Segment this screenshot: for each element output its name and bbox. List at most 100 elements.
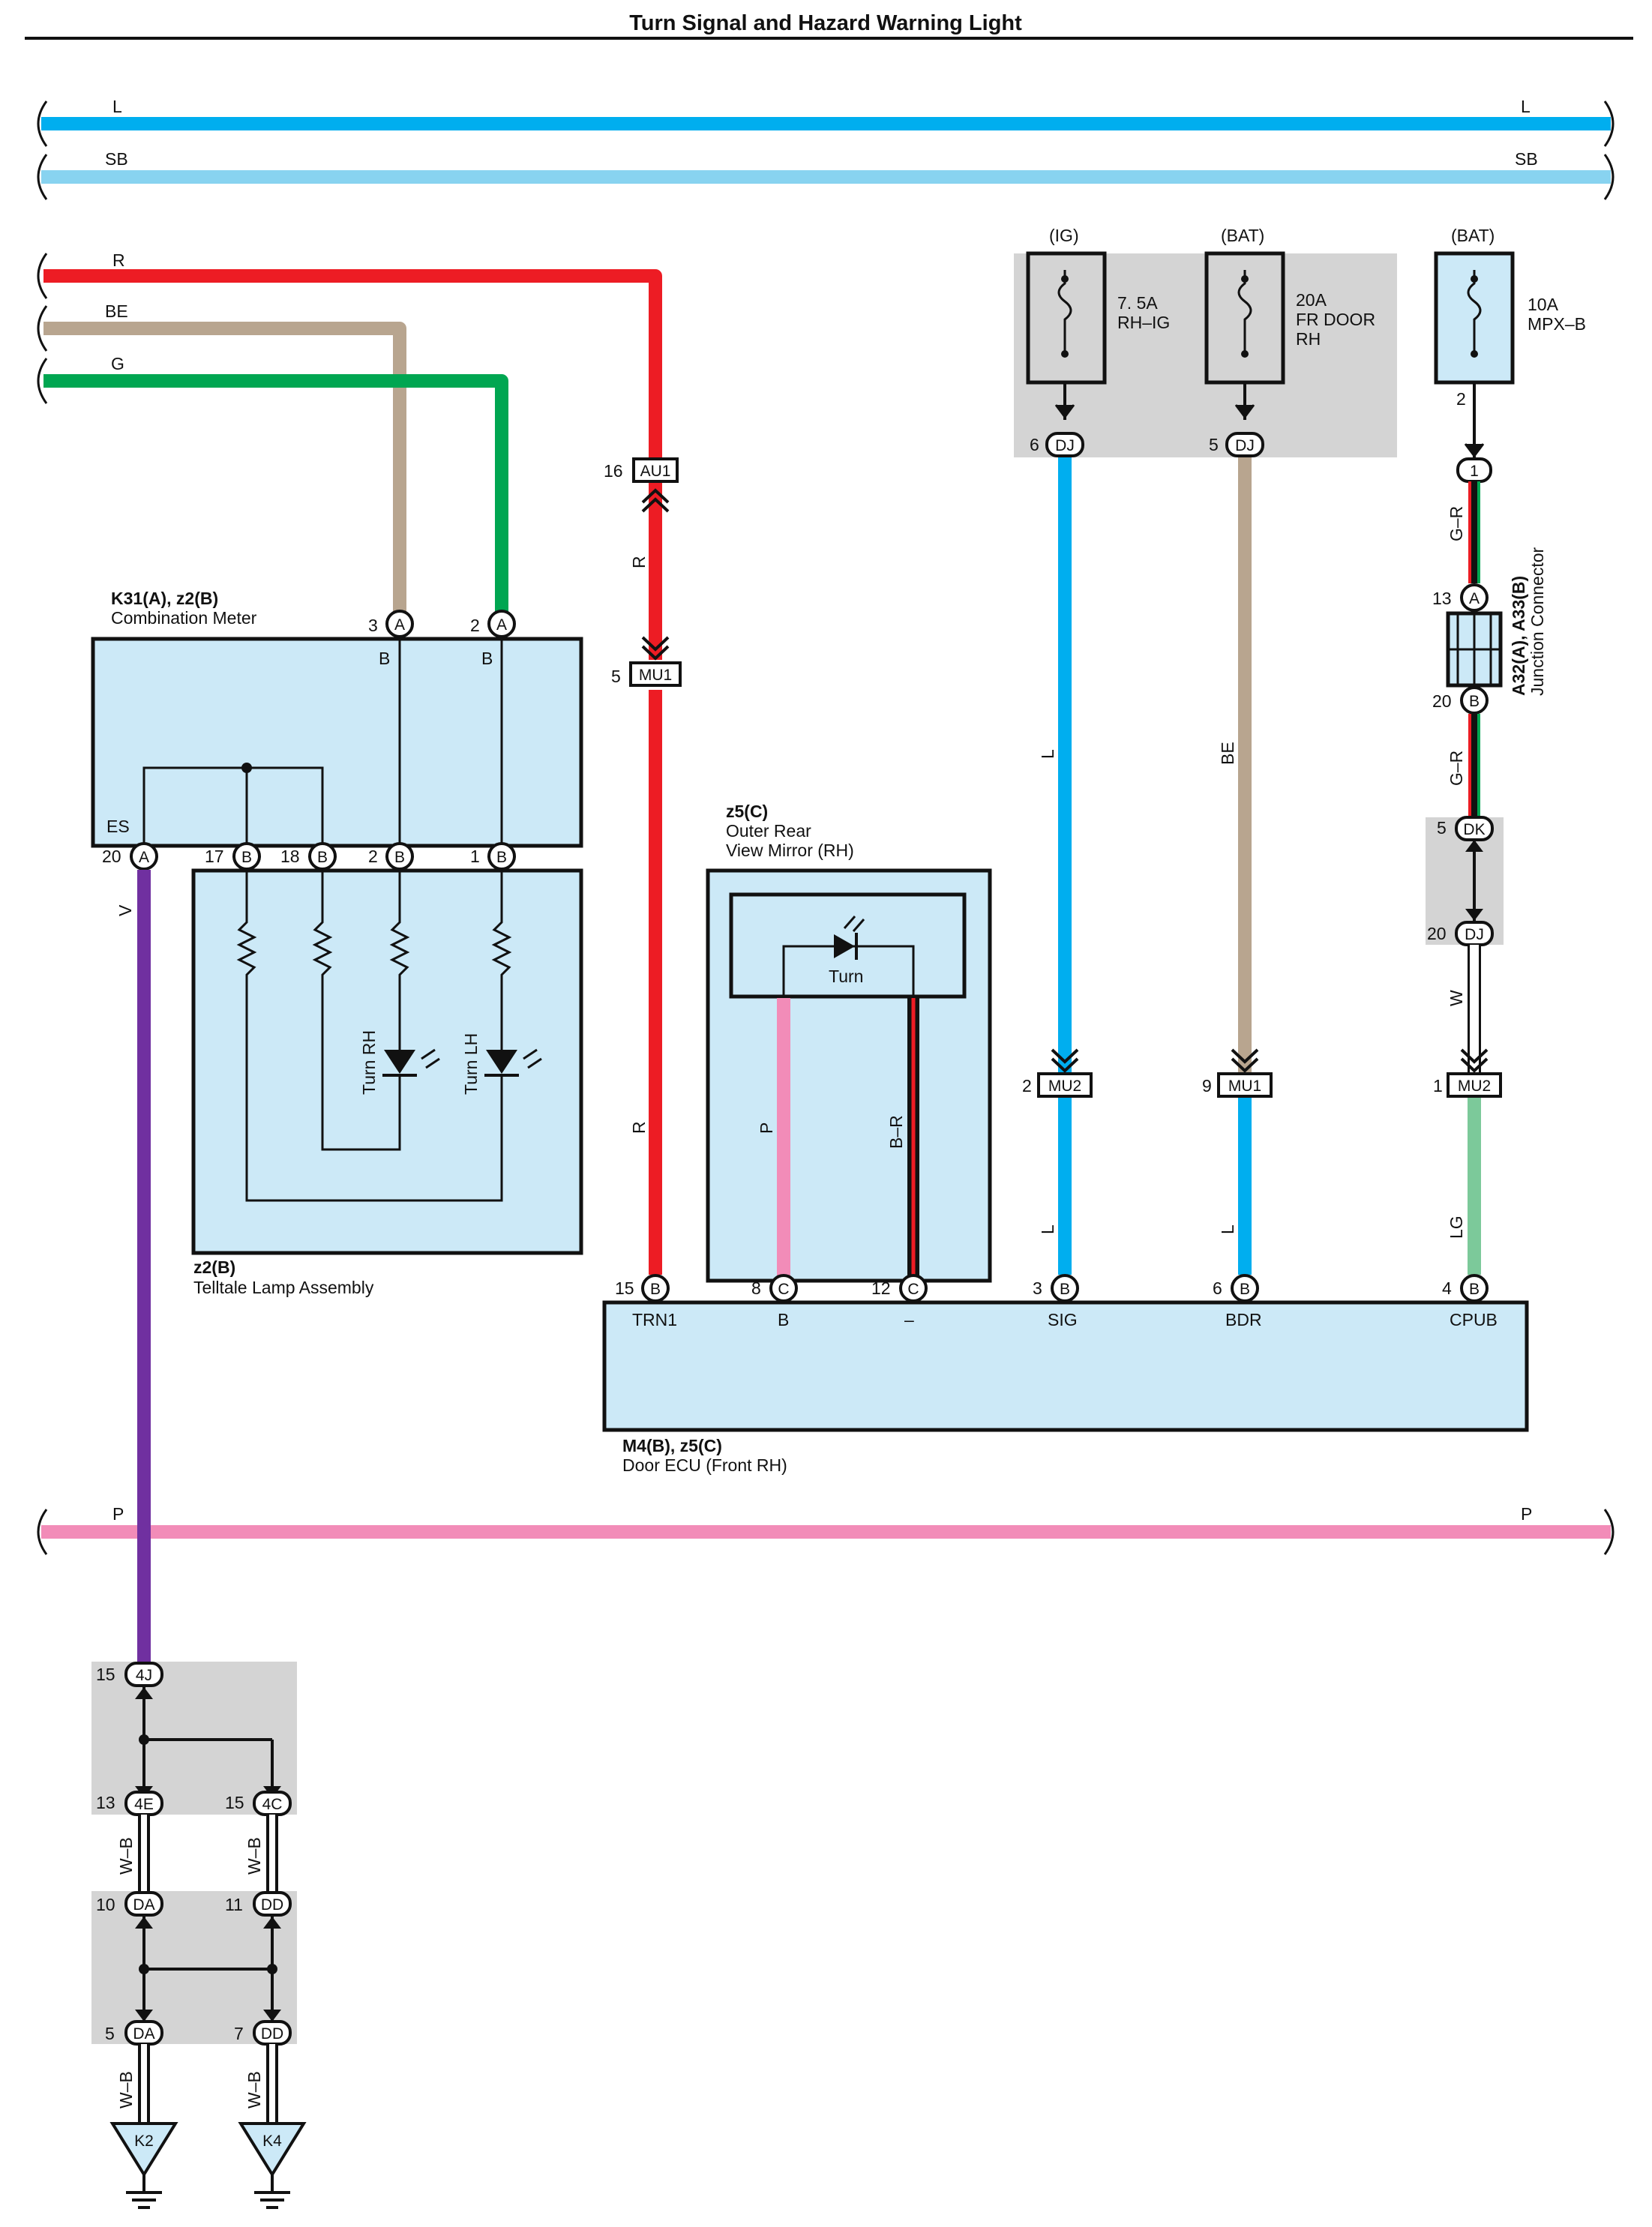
mu-0-num: 2 (1022, 1076, 1032, 1096)
ecu-pin-2-label: – (904, 1310, 914, 1329)
bpin-18-conn: B (317, 849, 328, 866)
fuse-bat1-rating: 20A (1296, 290, 1327, 310)
bus-l-left-label: L (112, 97, 122, 116)
ecu-pin-1-label: B (778, 1310, 789, 1329)
c4j-num: 15 (96, 1665, 115, 1684)
bus-l-right-label: L (1521, 97, 1531, 116)
mu-0-code: MU2 (1048, 1078, 1081, 1095)
ecu-pin-5-label: CPUB (1450, 1310, 1498, 1329)
page-title: Turn Signal and Hazard Warning Light (629, 11, 1022, 35)
ecu-pin-0-num: 15 (615, 1278, 634, 1298)
connector-mu1-red: 5 MU1 (611, 636, 682, 687)
mu1-red-num: 5 (611, 667, 621, 686)
da10-code: DA (133, 1896, 154, 1914)
junction-connector: 1 G–R 13 A 20 B A32(A), A33(B) Junction … (1432, 457, 1547, 817)
bpin-1-num: 1 (470, 847, 480, 866)
telltale-name: Telltale Lamp Assembly (193, 1278, 374, 1297)
junction-name: Junction Connector (1528, 547, 1547, 696)
turn-rh-led-icon (382, 1048, 440, 1077)
fuse-bat2: (BAT) 10A MPX–B 2 (1434, 226, 1586, 459)
fuse-bat2-header: (BAT) (1451, 226, 1495, 245)
fuse-bat1-name1: FR DOOR (1296, 310, 1375, 329)
ground-k4-label: K4 (262, 2133, 282, 2150)
wire-gr-1-label: G–R (1447, 506, 1466, 541)
mu-1-num: 9 (1202, 1076, 1212, 1096)
au1-num: 16 (604, 461, 623, 481)
junction-top-conn: 1 (1470, 463, 1479, 480)
mirror-name-2: View Mirror (RH) (726, 841, 854, 860)
col-l3-label: L (1218, 1224, 1237, 1234)
ground-tree: 15 4J 13 4E 15 4C W–B W–B 10 DA 11 DD (91, 1662, 307, 2209)
mu-1-code: MU1 (1228, 1078, 1261, 1095)
pin-2-conn: A (496, 616, 507, 634)
bpin-2-num: 2 (368, 847, 378, 866)
bpin-18-num: 18 (280, 847, 300, 866)
fuse-ig-rating: 7. 5A (1117, 293, 1158, 313)
telltale-id: z2(B) (193, 1257, 235, 1277)
turn-lh-led-icon (484, 1048, 542, 1077)
mu-2-code: MU2 (1458, 1078, 1491, 1095)
pin-2-label: B (481, 649, 493, 668)
junction-pin-a: 13 (1432, 589, 1452, 608)
dj20-num: 20 (1427, 924, 1447, 943)
bus-sb-left-label: SB (105, 149, 128, 169)
door-ecu-name: Door ECU (Front RH) (622, 1455, 787, 1475)
junction-id: A32(A), A33(B) (1509, 576, 1528, 696)
fuse-ig-header: (IG) (1049, 226, 1079, 245)
fuse-bat2-icon (1467, 270, 1482, 352)
pin-2-num: 2 (470, 616, 480, 635)
pin-3-num: 3 (368, 616, 378, 635)
telltale-lamp-assembly: Turn RH Turn LH z2(B) Telltale Lamp Asse… (191, 868, 583, 1297)
ecu-pin-0-label: TRN1 (632, 1310, 677, 1329)
ecu-pin-4-conn: B (1240, 1281, 1250, 1298)
bus-sb-right-label: SB (1515, 149, 1538, 169)
ecu-pin-3-num: 3 (1033, 1278, 1042, 1298)
fuse-ig-conn: DJ (1055, 437, 1075, 454)
connector-dk-dj: 5 DK 20 DJ (1426, 816, 1504, 946)
wire-r-ecu: R R (629, 480, 662, 1275)
turn-lh-label: Turn LH (461, 1033, 481, 1095)
bpin-17-conn: B (241, 849, 252, 866)
ecu-pin-2-num: 12 (871, 1278, 891, 1298)
bus-p-left-label: P (112, 1504, 124, 1524)
wire-w-label: W (1447, 990, 1466, 1006)
fuse-ig-pin: 6 (1030, 435, 1039, 454)
connector-au1: 16 AU1 (604, 457, 679, 513)
connector-mu1-bdr: 9 MU1 (1202, 1048, 1273, 1098)
wire-g: G (37, 354, 508, 613)
fuse-bat1-conn: DJ (1235, 437, 1255, 454)
ecu-pin-5-conn: B (1469, 1281, 1480, 1298)
fuse-bat1-header: (BAT) (1221, 226, 1264, 245)
fuse-bat2-rating: 10A (1528, 295, 1559, 314)
bpin-20-num: 20 (102, 847, 121, 866)
outer-rear-view-mirror: z5(C) Outer Rear View Mirror (RH) Turn P… (706, 802, 992, 1283)
bpin-2-conn: B (394, 849, 405, 866)
wb-label-2: W–B (116, 2071, 136, 2109)
dk-code: DK (1463, 821, 1485, 838)
wire-sig-l: L L (1038, 457, 1072, 1275)
dd7-code: DD (261, 2025, 283, 2043)
fuse-bat1-pin: 5 (1209, 435, 1219, 454)
junction-conn-a: A (1469, 590, 1480, 607)
mirror-id: z5(C) (726, 802, 768, 821)
mirror-wire-br: B–R (886, 1115, 906, 1149)
combination-meter-name: Combination Meter (111, 608, 257, 628)
col-lg-label: LG (1447, 1215, 1466, 1239)
combination-meter: K31(A), z2(B) Combination Meter 3 A B 2 … (91, 589, 583, 871)
es-label: ES (106, 817, 130, 836)
wire-v-label: V (115, 904, 135, 916)
fuse-ig-icon (1057, 270, 1072, 352)
junction-pin-b: 20 (1432, 691, 1452, 711)
ecu-pin-3-conn: B (1060, 1281, 1070, 1298)
ecu-pin-1-num: 8 (751, 1278, 761, 1298)
au1-code: AU1 (640, 463, 671, 480)
fuse-ig-name: RH–IG (1117, 313, 1170, 332)
wire-lg: LG (1447, 1095, 1481, 1275)
wire-g-label: G (111, 354, 124, 373)
ecu-pin-4-label: BDR (1225, 1310, 1262, 1329)
fuse-bat2-name: MPX–B (1528, 314, 1586, 334)
fuse-box-ig-bat: (IG) 7. 5A RH–IG (BAT) 20A FR DOOR RH 6 … (1014, 226, 1397, 457)
mu1-red-code: MU1 (639, 667, 672, 684)
mirror-name-1: Outer Rear (726, 821, 811, 841)
pin-3-conn: A (394, 616, 405, 634)
